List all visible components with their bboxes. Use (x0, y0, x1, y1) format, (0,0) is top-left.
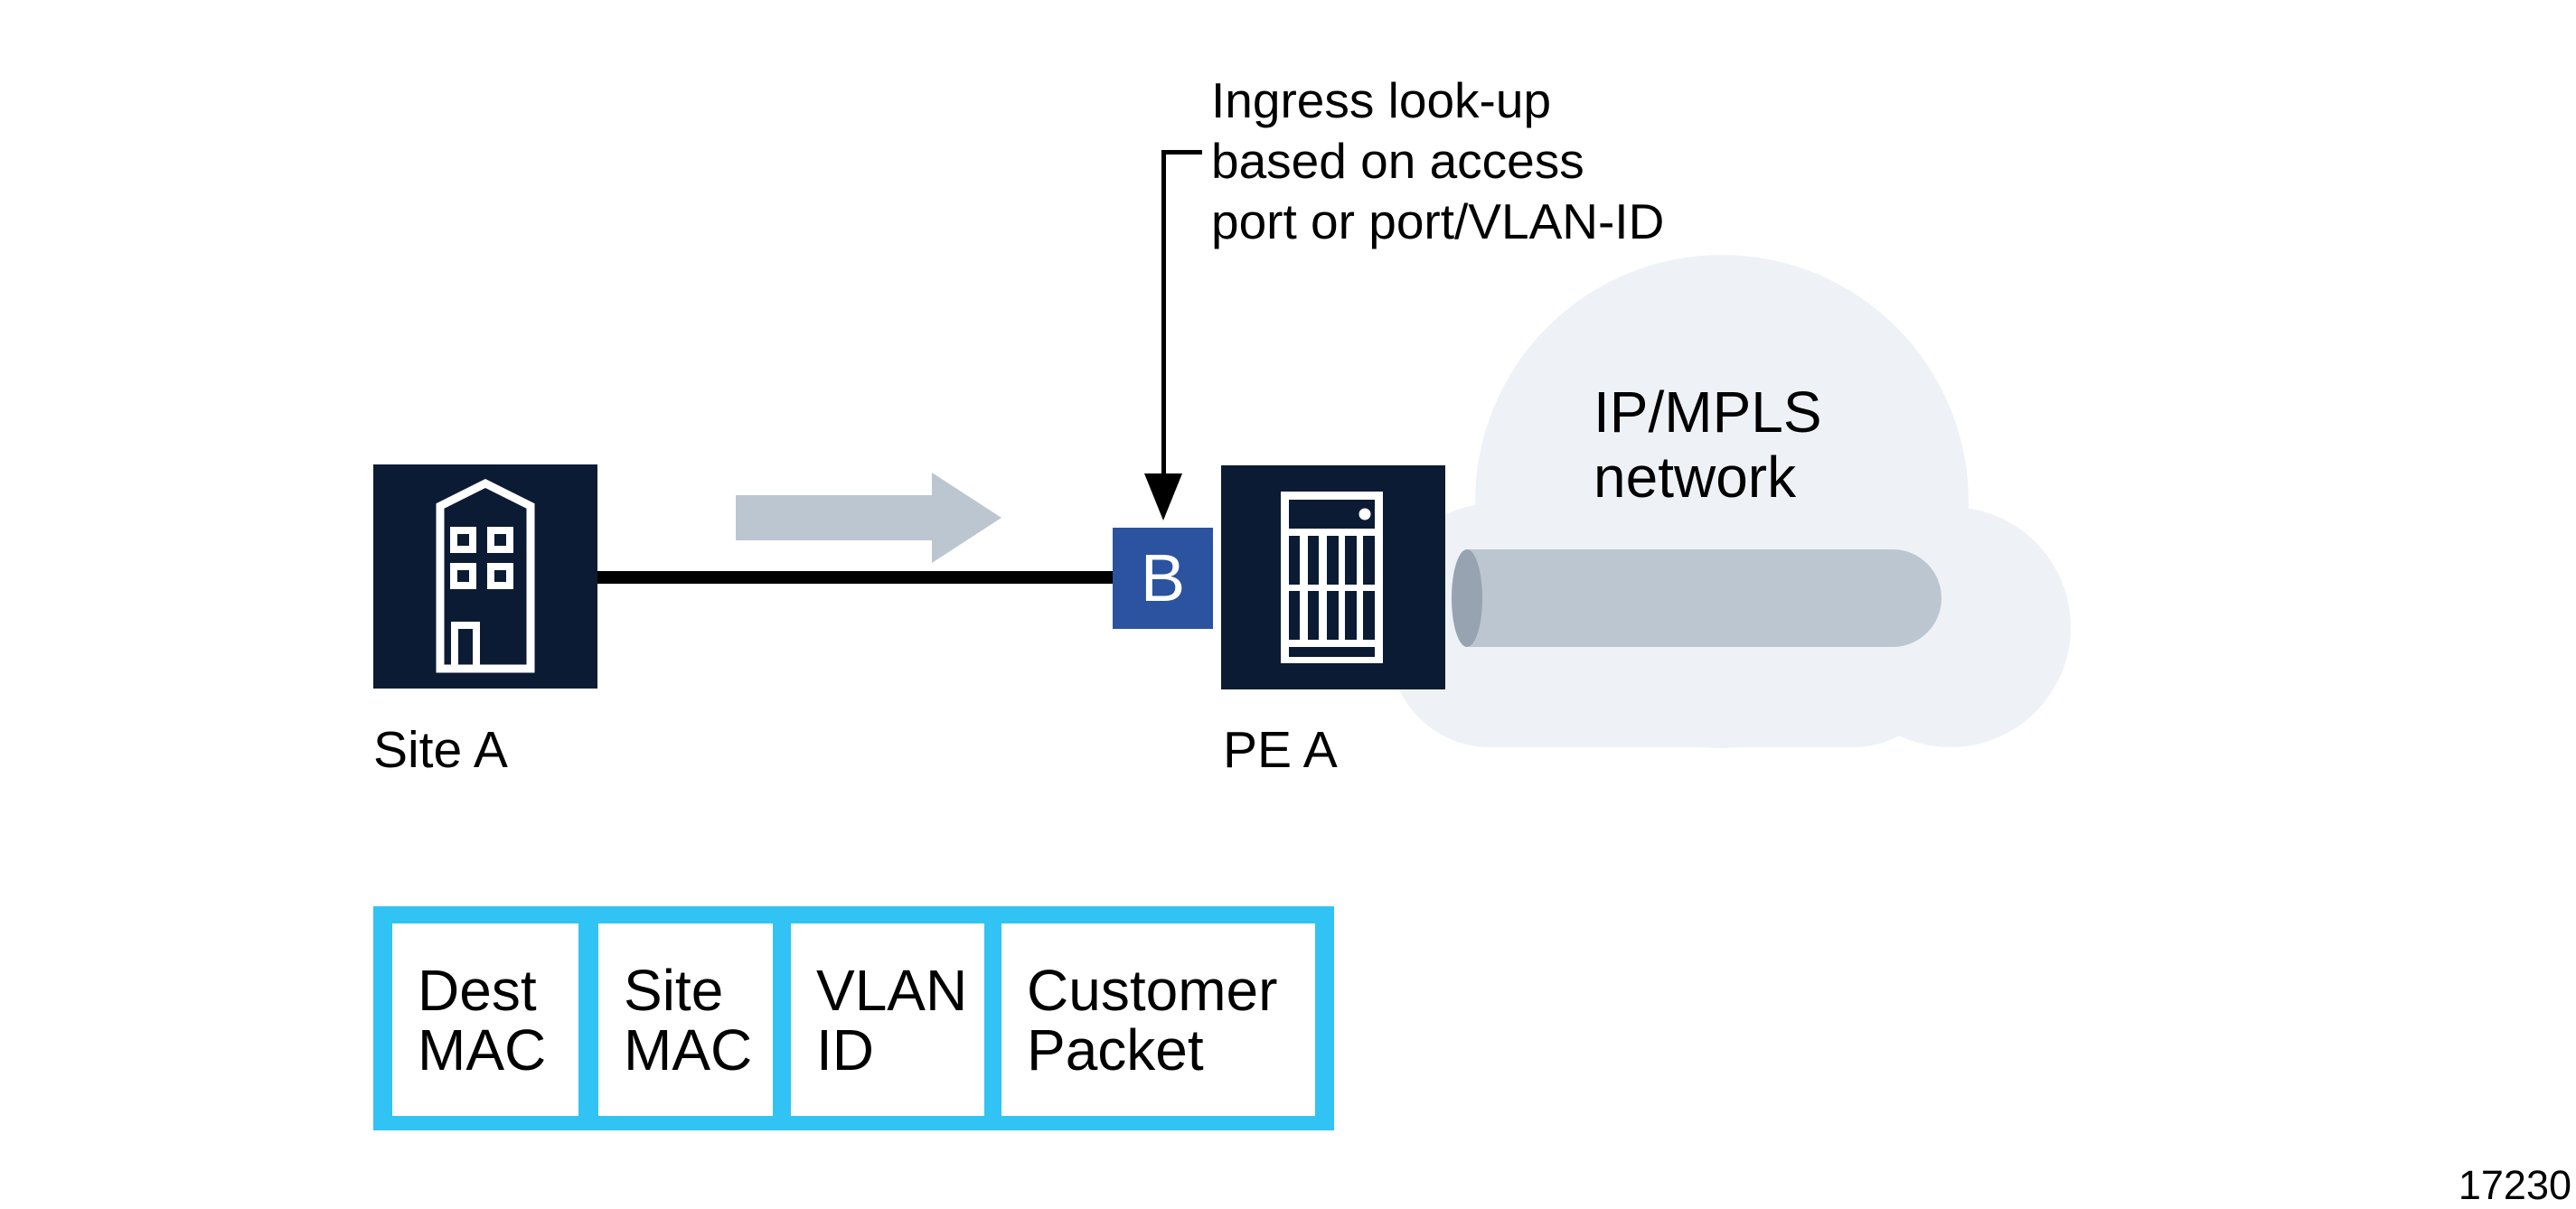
packet-field-vlan-id: VLAN ID (791, 923, 984, 1116)
ingress-lookup-annotation-line1: Ingress look-up (1211, 72, 1552, 128)
packet-field-dest-mac-line2: MAC (418, 1017, 547, 1082)
packet-field-site-mac-line1: Site (624, 957, 724, 1023)
pe-a-label: PE A (1223, 721, 1338, 779)
attachment-circuit-line (597, 571, 1113, 584)
packet-field-customer-packet-line2: Packet (1027, 1017, 1204, 1082)
site-a-node (373, 464, 597, 689)
packet-field-customer-packet-line1: Customer (1027, 957, 1278, 1023)
ipmpls-network-label: IP/MPLS network (1594, 380, 1822, 510)
ingress-lookup-annotation: Ingress look-up based on access port or … (1211, 70, 1664, 252)
figure-number: 17230 (2458, 1162, 2571, 1208)
traffic-flow-arrow-icon (736, 473, 1001, 563)
callout-tick-line (1161, 150, 1202, 155)
packet-field-customer-packet: Customer Packet (1001, 923, 1315, 1116)
callout-arrowhead-icon (1144, 473, 1182, 520)
access-port-b-label: B (1140, 540, 1186, 615)
mpls-tunnel-cylinder (1467, 549, 1941, 647)
ipmpls-network-label-line2: network (1594, 445, 1797, 510)
packet-field-vlan-id-line1: VLAN (816, 957, 968, 1023)
packet-field-vlan-id-line2: ID (816, 1017, 874, 1082)
ipmpls-network-label-line1: IP/MPLS (1594, 380, 1822, 445)
packet-frame: Dest MAC Site MAC VLAN ID Customer Packe… (373, 906, 1334, 1130)
site-a-label: Site A (373, 721, 508, 779)
packet-field-dest-mac-line1: Dest (418, 957, 537, 1023)
mpls-tunnel-cylinder-end (1452, 549, 1482, 647)
router-icon (1281, 492, 1383, 663)
ingress-lookup-annotation-line2: based on access (1211, 133, 1584, 189)
pe-a-node (1221, 465, 1445, 689)
callout-arrow-stem (1161, 150, 1166, 473)
packet-field-site-mac-line2: MAC (624, 1017, 753, 1082)
packet-field-dest-mac: Dest MAC (392, 923, 578, 1116)
ingress-lookup-annotation-line3: port or port/VLAN-ID (1211, 193, 1665, 249)
access-port-b: B (1113, 528, 1213, 629)
packet-field-site-mac: Site MAC (598, 923, 773, 1116)
building-icon (436, 478, 535, 673)
